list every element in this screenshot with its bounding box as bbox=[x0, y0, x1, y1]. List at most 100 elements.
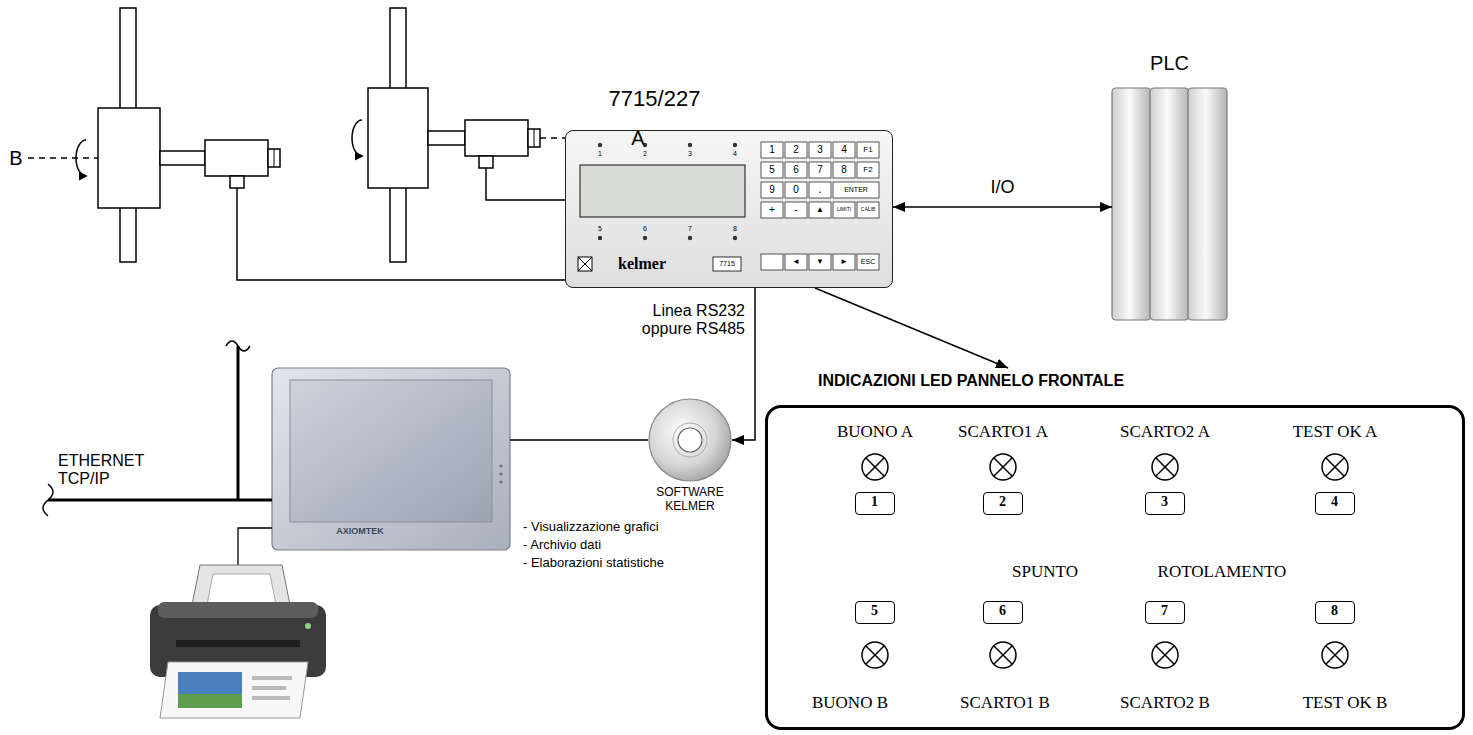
led-name: BUONO A bbox=[837, 422, 913, 442]
sensor-cable bbox=[486, 168, 565, 200]
keypad-key bbox=[857, 202, 879, 218]
wheel-b bbox=[98, 108, 160, 208]
led-lamp bbox=[1322, 454, 1348, 480]
panel-pc-body bbox=[272, 368, 510, 550]
keypad-key bbox=[833, 182, 879, 198]
key-label: ◄ bbox=[792, 257, 800, 266]
plc-module bbox=[1150, 88, 1189, 320]
led-lamp bbox=[1152, 454, 1178, 480]
keypad-key bbox=[761, 182, 783, 198]
led-name: SCARTO1 A bbox=[958, 422, 1048, 442]
ethernet-line bbox=[43, 341, 272, 516]
node-title: PLC bbox=[1150, 52, 1189, 75]
connector-label: Linea RS232 oppure RS485 bbox=[617, 302, 747, 339]
led-name: SCARTO2 B bbox=[1120, 693, 1210, 713]
led-number: 8 bbox=[1331, 603, 1338, 619]
torque-sensor bbox=[268, 149, 280, 167]
instrument-face bbox=[733, 236, 737, 240]
plc-module bbox=[1188, 88, 1227, 320]
key-label: LIMITI bbox=[837, 207, 851, 213]
led-lamp bbox=[1326, 646, 1344, 664]
node-title: AXIOMTEK bbox=[336, 526, 384, 536]
panel-pc-body bbox=[499, 464, 502, 467]
led-name: SPUNTO bbox=[1012, 562, 1078, 582]
plc-module bbox=[1112, 88, 1151, 320]
instrument-face bbox=[688, 143, 692, 147]
key-label: . bbox=[818, 183, 821, 197]
printer bbox=[158, 602, 318, 618]
led-lamp bbox=[1322, 642, 1348, 668]
led-lamp bbox=[994, 646, 1012, 664]
key-label: + bbox=[769, 204, 775, 216]
connector bbox=[893, 206, 1112, 208]
printer bbox=[252, 686, 286, 690]
led-index: 2 bbox=[643, 150, 647, 158]
instrument-face bbox=[598, 143, 602, 147]
panel-pc-body bbox=[499, 472, 502, 475]
keypad-key bbox=[809, 254, 831, 270]
keypad-key bbox=[809, 202, 831, 218]
led-number-box: 6 bbox=[983, 601, 1023, 624]
panel-pc: AXIOMTEK bbox=[272, 368, 510, 550]
torque-sensor bbox=[160, 151, 205, 165]
cd-hole bbox=[678, 428, 702, 452]
keypad-key bbox=[785, 162, 807, 178]
feature-bullet: - Archivio dati bbox=[523, 538, 601, 553]
panel-pc-body bbox=[290, 380, 492, 522]
led-name: SCARTO2 A bbox=[1120, 422, 1210, 442]
ethernet-line bbox=[48, 499, 272, 502]
led-number: 3 bbox=[1161, 494, 1168, 510]
printer bbox=[305, 623, 311, 629]
key-label: CALIB bbox=[861, 207, 875, 213]
instrument-face bbox=[733, 143, 737, 147]
key-label: ESC bbox=[861, 258, 875, 266]
led-lamp bbox=[866, 646, 884, 664]
printer bbox=[252, 676, 292, 680]
software-cd: SOFTWARE KELMER bbox=[648, 398, 732, 482]
keypad-key bbox=[785, 254, 807, 270]
led-lamp bbox=[1156, 458, 1174, 476]
printer bbox=[252, 696, 290, 700]
led-lamp bbox=[1156, 646, 1174, 664]
printer bbox=[160, 662, 308, 718]
led-panel: INDICAZIONI LED PANNELO FRONTALE12345678 bbox=[765, 405, 1465, 730]
led-number: 4 bbox=[1331, 494, 1338, 510]
instrument-face bbox=[713, 257, 741, 271]
torque-sensor bbox=[479, 156, 493, 168]
key-label: 5 bbox=[769, 164, 775, 176]
printer bbox=[178, 672, 242, 696]
key-label: 9 bbox=[769, 184, 775, 196]
wheel-b bbox=[28, 8, 160, 262]
panel-pc-body bbox=[272, 368, 510, 550]
led-number-box: 5 bbox=[855, 601, 895, 624]
connector bbox=[510, 439, 648, 441]
axis-label: A bbox=[631, 127, 644, 150]
led-number: 7 bbox=[1161, 603, 1168, 619]
led-number-box: 7 bbox=[1145, 601, 1185, 624]
keypad-key bbox=[833, 254, 855, 270]
keypad-key bbox=[785, 182, 807, 198]
led-number-box: 3 bbox=[1145, 492, 1185, 515]
torque-sensor bbox=[160, 120, 540, 188]
axis-label: B bbox=[9, 147, 22, 170]
key-label: ENTER bbox=[844, 186, 868, 194]
key-label: F1 bbox=[863, 145, 872, 154]
instrument-face bbox=[578, 257, 592, 271]
led-number-box: 8 bbox=[1315, 601, 1355, 624]
led-index: 8 bbox=[733, 225, 737, 233]
panel-pc-body bbox=[499, 480, 502, 483]
cd-ring bbox=[673, 423, 707, 457]
keypad-key bbox=[761, 162, 783, 178]
keypad-key bbox=[785, 142, 807, 158]
torque-sensor bbox=[428, 131, 465, 145]
led-lamp bbox=[1152, 642, 1178, 668]
led-name: TEST OK A bbox=[1293, 422, 1378, 442]
torque-sensor bbox=[528, 129, 540, 147]
led-lamp bbox=[994, 458, 1012, 476]
keypad-key bbox=[857, 254, 879, 270]
led-lamp bbox=[1326, 458, 1344, 476]
led-lamp bbox=[862, 454, 888, 480]
feature-bullet: - Elaborazioni statistiche bbox=[523, 556, 664, 571]
